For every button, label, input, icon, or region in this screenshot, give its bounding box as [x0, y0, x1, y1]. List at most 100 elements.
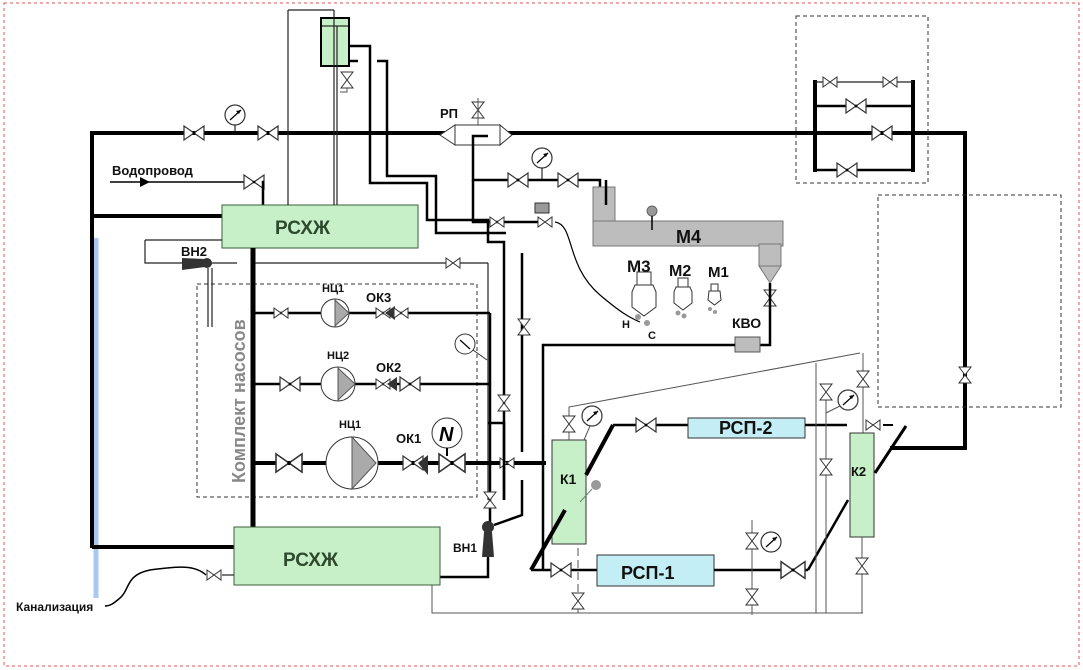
page-border — [3, 2, 1080, 667]
actuator-icon — [534, 202, 550, 214]
branch-valve[interactable] — [489, 216, 505, 228]
machine-m3 — [631, 271, 657, 317]
bypass-valve-4[interactable] — [871, 125, 893, 141]
rsp2-inlet-valve[interactable] — [635, 417, 657, 433]
pump-nc1-top — [320, 298, 350, 328]
sensor-icon — [646, 205, 658, 217]
main-valve-1[interactable] — [183, 125, 205, 141]
sensor-icon — [591, 480, 601, 490]
rsp-2 — [687, 417, 806, 439]
tank-bottom-label: РСХЖ — [283, 550, 339, 571]
main-supply-pipe — [90, 131, 967, 549]
check-valve-1-label: ОК1 — [396, 431, 421, 446]
pressure-gauge-icon — [581, 405, 603, 427]
recirculation-valve[interactable] — [517, 318, 531, 336]
pressure-gauge-icon — [531, 147, 553, 180]
vessel-drain-valve[interactable] — [340, 71, 354, 89]
main-valve-2[interactable] — [257, 125, 279, 141]
k2-bypass-valve-bottom[interactable] — [819, 458, 833, 476]
pump-vn1-motor — [482, 521, 494, 533]
pressure-gauge-icon — [454, 333, 488, 361]
column-k1 — [551, 439, 587, 545]
pump1-outlet-valve[interactable] — [393, 307, 409, 319]
column-k2 — [849, 432, 875, 538]
water-supply-label: Водопровод — [112, 163, 194, 178]
pump-3-label: НЦ1 — [339, 419, 361, 431]
machine-m2 — [673, 277, 693, 319]
return-valve[interactable] — [958, 366, 972, 384]
pressure-gauge-icon — [837, 389, 859, 411]
rsp-1-label: РСП-1 — [621, 563, 675, 583]
pump2-outlet-valve[interactable] — [399, 376, 421, 392]
vn2-valve[interactable] — [445, 257, 461, 269]
machine-m2-label: М2 — [669, 263, 691, 280]
pump2-inlet-valve[interactable] — [279, 376, 301, 392]
sewer-drain-valve[interactable] — [206, 569, 222, 581]
vn1-valve[interactable] — [483, 491, 497, 509]
pump-1-label: НЦ1 — [322, 283, 344, 295]
kvo-unit — [734, 336, 761, 353]
controlled-valve[interactable] — [537, 216, 553, 228]
bypass-valve-3[interactable] — [845, 98, 867, 114]
nozzle-h-label: Н — [622, 319, 630, 331]
rp-valve-2[interactable] — [557, 172, 579, 188]
k2-return-valve[interactable] — [780, 560, 806, 580]
machine-m1 — [707, 283, 722, 314]
machine-m4 — [592, 186, 784, 284]
pump-vn2-motor — [202, 258, 212, 268]
pump-vn2-label: ВН2 — [181, 244, 207, 259]
tank-top — [221, 204, 419, 249]
rsp-1 — [596, 554, 715, 587]
k1-inlet-valve[interactable] — [499, 457, 515, 469]
pressure-gauge-icon — [224, 104, 246, 133]
check-valve-3-label: ОК3 — [366, 290, 391, 305]
equipment-group-box — [877, 194, 1062, 408]
bypass-valve-1[interactable] — [822, 76, 838, 88]
bypass-valve-5[interactable] — [836, 162, 858, 178]
pump-vn1-label: ВН1 — [453, 541, 477, 555]
machine-m1-label: М1 — [708, 264, 729, 281]
pump1-inlet-valve[interactable] — [273, 307, 289, 319]
expansion-vessel — [320, 17, 350, 67]
machine-m4-label: М4 — [676, 227, 701, 247]
pump3-inlet-valve[interactable] — [275, 453, 303, 473]
machine-m3-label: М3 — [627, 257, 651, 276]
pressure-gauge-icon — [760, 531, 782, 553]
flow-arrow-icon — [140, 177, 150, 187]
rp-valve-1[interactable] — [507, 172, 529, 188]
rsp1-inlet-valve[interactable] — [550, 562, 572, 578]
k1-drain-valve[interactable] — [571, 592, 585, 610]
nozzle-c-label: С — [648, 330, 656, 342]
sewer-label: Канализация — [16, 600, 93, 614]
k2-inlet-valve[interactable] — [865, 419, 881, 431]
pump-2-label: НЦ2 — [327, 350, 349, 362]
column-k1-label: К1 — [560, 471, 577, 487]
rsp1-vent-valve[interactable] — [745, 532, 759, 550]
nozzle-h-icon — [635, 314, 641, 320]
level-indicator-label: N — [439, 424, 454, 446]
pump-nc1-bottom — [325, 435, 379, 491]
pump-set-label: Комплект насосов — [229, 319, 249, 483]
k2-vent-valve[interactable] — [856, 370, 870, 388]
tank-top-label: РСХЖ — [275, 218, 331, 239]
pump-nc2 — [320, 366, 356, 402]
bypass-group-box — [795, 15, 929, 184]
k2-drain-valve[interactable] — [855, 557, 869, 575]
water-supply-valve[interactable] — [243, 174, 265, 190]
column-k2-label: К2 — [851, 464, 866, 479]
rsp-2-label: РСП-2 — [719, 418, 773, 438]
bypass-manifold — [813, 80, 915, 172]
k2-bypass-valve-top[interactable] — [819, 383, 833, 401]
distributor-label: РП — [440, 106, 458, 121]
kvo-label: КВО — [732, 315, 761, 331]
discharge-valve[interactable] — [497, 394, 511, 412]
tank-bottom — [233, 526, 441, 586]
bypass-valve-2[interactable] — [882, 76, 898, 88]
check-valve-2-label: ОК2 — [376, 360, 401, 375]
pump-set-box — [196, 283, 478, 498]
rsp1-drain-valve[interactable] — [745, 588, 759, 606]
k1-vent-valve[interactable] — [562, 415, 576, 433]
regulating-valve[interactable] — [438, 453, 466, 473]
